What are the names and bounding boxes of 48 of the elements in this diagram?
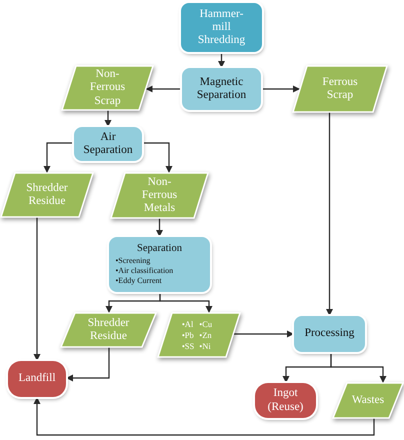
bullet-item: •Ni (199, 341, 212, 352)
arrow (142, 142, 172, 173)
node-label: Landfill (18, 372, 56, 386)
process-box (182, 68, 261, 110)
node-label: Processing (304, 327, 354, 341)
arrow (330, 352, 386, 383)
process-box (74, 127, 142, 161)
arrow (44, 142, 74, 173)
bullet-item: •Zn (199, 330, 212, 340)
node-label: Ferrous Scrap (321, 76, 359, 102)
arrow (326, 112, 333, 316)
bullet-item: •Air classification (116, 266, 174, 276)
arrow (233, 330, 294, 338)
node-label: Wastes (352, 394, 384, 408)
data-parallelogram (1, 173, 93, 217)
bullet-item: •Cu (199, 318, 212, 329)
data-parallelogram (111, 173, 208, 218)
node-label: Non-Ferrous Scrap (88, 68, 126, 108)
data-parallelogram (293, 66, 387, 112)
node-label: Ingot (Reuse) (266, 387, 304, 414)
node-label: Shredder Residue (86, 316, 130, 344)
process-box (109, 237, 210, 292)
arrow (66, 347, 110, 382)
data-parallelogram (62, 66, 153, 110)
bullet-item: •Screening (116, 256, 150, 266)
bullet-item: •Pb (182, 330, 194, 340)
node-label: Hammer-mill Shredding (196, 8, 246, 48)
arrow (34, 217, 40, 361)
node-label: Air Separation (82, 130, 134, 158)
arrow (156, 218, 163, 237)
arrow (104, 110, 112, 127)
bullet-item: •SS (182, 341, 194, 352)
bullet-item: •Al (182, 318, 194, 329)
arrow (146, 86, 182, 92)
node-label: Shredder Residue (25, 182, 69, 208)
arrow (159, 292, 212, 313)
data-parallelogram (61, 313, 156, 347)
node-label: Non-Ferrous Metals (140, 176, 178, 216)
data-parallelogram (158, 313, 240, 357)
terminal-box (8, 361, 66, 397)
bullet-item: •Eddy Current (116, 276, 162, 286)
data-parallelogram (333, 383, 403, 418)
arrow (261, 86, 300, 92)
node-label: Magnetic Separation (196, 76, 248, 102)
process-box (294, 316, 365, 352)
terminal-box (255, 383, 316, 418)
process-box (181, 3, 262, 52)
process-heading: Separation (137, 242, 182, 256)
